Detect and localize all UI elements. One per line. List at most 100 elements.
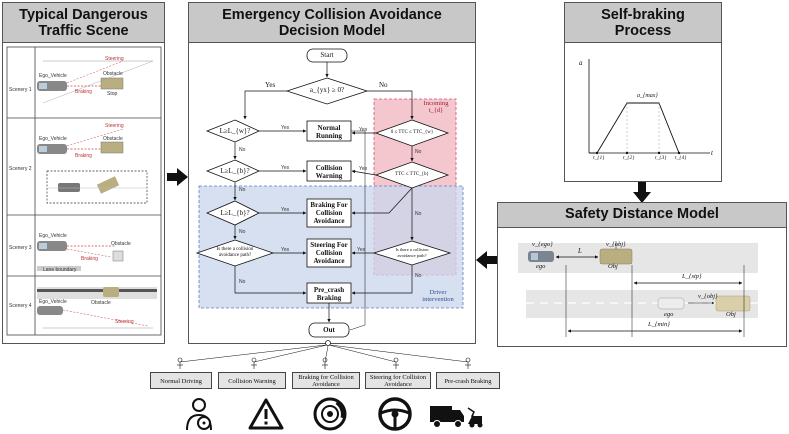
out-node: Out (323, 326, 335, 334)
braking-tick-t3: t_{3} (655, 155, 667, 161)
precrash-line2: Braking (316, 294, 342, 302)
incoming-label: Incoming t_{d} (415, 100, 457, 114)
driver-intervention-label: Driver intervention (413, 289, 463, 303)
left-d4-line2: avoidance path? (218, 253, 252, 258)
actor-connector (177, 340, 471, 369)
scenario-4-obstacle-label: Obstacle (91, 300, 111, 306)
warning-triangle-icon (248, 398, 284, 430)
ego-lower-label: ego (664, 311, 674, 318)
scenario-2-action: Braking (75, 153, 92, 159)
braking-plateau-label: a_{max} (637, 93, 658, 99)
scene-title-line2: Traffic Scene (38, 23, 129, 39)
no-right-2: No (415, 211, 422, 217)
no-left-4: No (239, 279, 246, 285)
yes-right-3: Yes (357, 247, 366, 253)
brake-disc-icon (313, 397, 347, 431)
scenario-4-label: Scenery 4 (9, 303, 32, 309)
yes-top: Yes (265, 81, 276, 89)
no-top: No (379, 81, 388, 89)
decision-top-label: a_{yx} ≥ 0? (309, 86, 345, 94)
incoming-line1: Incoming (423, 100, 449, 107)
warning-line2: Warning (315, 172, 343, 180)
obj-lower-label: Obj (726, 311, 736, 318)
actor-collision-warning: Collision Warning (218, 372, 286, 389)
right-d3-line1: Is there a collision (395, 247, 429, 252)
scene-panel: Typical Dangerous Traffic Scene (2, 2, 165, 344)
deceleration-curve (589, 102, 680, 154)
v-obj-lower-label: v_{obj} (698, 293, 718, 300)
decision-title-line1: Emergency Collision Avoidance (222, 7, 442, 23)
driver-line1: Driver (429, 289, 447, 296)
start-node: Start (320, 51, 334, 59)
decision-title-line2: Decision Model (278, 23, 386, 39)
actor-normal-driving: Normal Driving (150, 372, 212, 389)
scenario-1-obstacle-state: Stop (107, 91, 118, 97)
steer-line2: Collision (315, 249, 343, 257)
decision-panel: Emergency Collision Avoidance Decision M… (188, 2, 476, 344)
scenario-3-obstacle-label: Obstacle (111, 241, 131, 247)
normal-running-box: Normal Running (307, 124, 351, 140)
normal-line2: Running (315, 132, 343, 140)
scene-panel-header: Typical Dangerous Traffic Scene (3, 3, 164, 43)
actor-braking-avoidance: Braking for Collision Avoidance (292, 372, 360, 389)
ego-upper-label: ego (536, 263, 546, 270)
right-d1-label: 0 ≤ TTC ≤ TTC_{w} (390, 130, 434, 135)
braking-title-line1: Self-braking (601, 7, 685, 23)
no-right-1: No (415, 149, 422, 155)
braking-tick-t4: t_{4} (675, 155, 687, 161)
yes-right-1: Yes (359, 127, 368, 133)
left-d2-label: L≥L_{b}? (220, 167, 250, 175)
obstacle-car (100, 77, 124, 90)
scenario-2-path: Steering (105, 123, 124, 129)
steering-avoidance-box: Steering For Collision Avoidance (307, 241, 351, 265)
scenario-4-path: Steering (115, 319, 134, 325)
brake-line3: Avoidance (313, 217, 345, 225)
left-d1-label: L≥L_{w}? (219, 127, 251, 135)
scenario-1-obstacle-label: Obstacle (103, 71, 123, 77)
crash-truck-icon (430, 406, 483, 428)
L-min-label: L_{min} (648, 321, 670, 328)
L-label: L (578, 247, 582, 255)
safety-panel-header: Safety Distance Model (498, 203, 786, 228)
no-left-2: No (239, 187, 246, 193)
arrow-left-icon (476, 251, 497, 269)
scenario-3-action: Braking (81, 256, 98, 262)
warning-line1: Collision (315, 164, 343, 172)
precrash-line1: Pre_crash (313, 286, 345, 294)
scenario-table (6, 46, 162, 336)
braking-panel-header: Self-braking Process (565, 3, 721, 43)
yes-left-1: Yes (281, 125, 290, 131)
obj-car-lower (715, 295, 751, 312)
brake-line2: Collision (315, 209, 343, 217)
safety-panel: Safety Distance Model v_{ego} v_{obj (497, 202, 787, 347)
right-d3-label: Is there a collision avoidance path? (380, 247, 444, 258)
v-ego-label: v_{ego} (532, 241, 553, 248)
actor-precrash-braking: Pre-crash Braking (436, 372, 500, 389)
right-d3-line2: avoidance path? (397, 252, 427, 258)
collision-warning-box: Collision Warning (307, 164, 351, 180)
ego-car-lower (657, 297, 685, 310)
driver-icon (186, 398, 212, 431)
precrash-braking-box: Pre_crash Braking (307, 286, 351, 302)
safety-distance-diagram (518, 241, 758, 337)
no-left-1: No (239, 147, 246, 153)
yes-right-2: Yes (359, 166, 368, 172)
scenario-1-action: Braking (75, 89, 92, 95)
braking-tick-t1: t_{1} (593, 155, 605, 161)
yes-left-3: Yes (281, 207, 290, 213)
scene-title-line1: Typical Dangerous (19, 7, 148, 23)
right-d2-label: TTC ≤ TTC_{b} (395, 172, 429, 177)
steering-wheel-icon (378, 397, 412, 431)
driver-line2: intervention (422, 296, 454, 303)
yes-left-2: Yes (281, 165, 290, 171)
brake-line1: Braking For (310, 201, 348, 209)
braking-avoidance-box: Braking For Collision Avoidance (307, 201, 351, 225)
arrow-down-icon (633, 182, 651, 203)
left-d3-label: L≥L_{b}? (220, 209, 250, 217)
scenario-4-ego-label: Ego_Vehicle (39, 299, 67, 305)
arrow-right-icon (167, 168, 188, 186)
scenario-2-label: Scenery 2 (9, 166, 32, 172)
scenario-2-obstacle-label: Obstacle (103, 136, 123, 142)
flowchart (195, 48, 464, 338)
braking-y-label: a (579, 59, 583, 67)
